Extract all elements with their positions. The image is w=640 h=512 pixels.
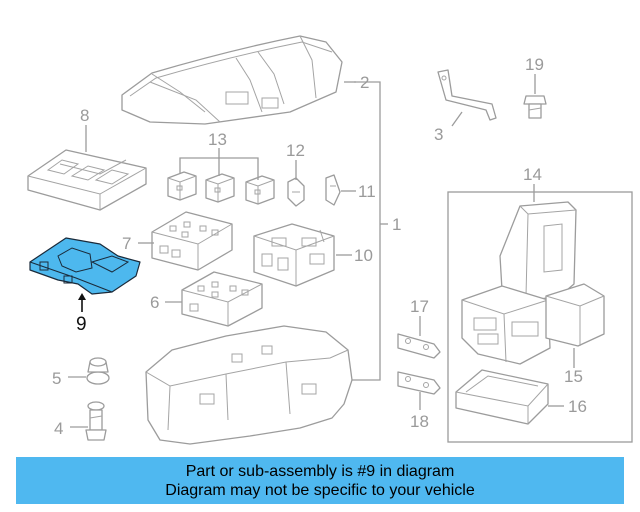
sub-assembly-box — [447, 191, 633, 443]
part-5-grommet — [86, 357, 110, 385]
leader-lines — [68, 74, 575, 428]
part-17-clip — [397, 333, 441, 359]
callout-3: 3 — [434, 125, 443, 144]
callout-15: 15 — [564, 367, 583, 386]
part-7-block — [151, 211, 233, 271]
callout-9: 9 — [76, 314, 87, 335]
callout-1: 1 — [392, 215, 401, 234]
part-2-cover — [121, 35, 343, 125]
part-12-fuse — [287, 177, 305, 207]
callout-2: 2 — [360, 73, 369, 92]
callout-11: 11 — [358, 182, 376, 201]
callout-labels: 1 2 3 4 5 6 7 8 9 10 11 12 13 14 15 16 1… — [52, 55, 587, 438]
part-4-bolt — [85, 401, 107, 441]
part-16-tray — [455, 369, 549, 425]
part-13-relays — [167, 171, 275, 205]
parts-diagram: 1 2 3 4 5 6 7 8 9 10 11 12 13 14 15 16 1… — [27, 35, 633, 445]
part-1-case — [145, 325, 353, 445]
part-9-cover — [29, 237, 141, 295]
part-18-clip — [397, 371, 441, 395]
callout-12: 12 — [286, 141, 305, 160]
callout-18: 18 — [410, 412, 429, 431]
callout-10: 10 — [354, 246, 373, 265]
callout-4: 4 — [54, 419, 63, 438]
part-10-block — [253, 223, 335, 287]
callout-19: 19 — [525, 55, 544, 74]
part-14-relay-box — [461, 201, 605, 365]
part-8-tray — [27, 149, 147, 211]
part-19-bolt — [523, 95, 547, 119]
callout-17: 17 — [410, 297, 429, 316]
callout-8: 8 — [80, 106, 89, 125]
banner-line-1: Part or sub-assembly is #9 in diagram — [185, 462, 455, 480]
callout-7: 7 — [122, 234, 131, 253]
banner-line-2: Diagram may not be specific to your vehi… — [165, 481, 475, 499]
info-banner: Part or sub-assembly is #9 in diagram Di… — [16, 457, 624, 504]
part-6-block — [181, 271, 263, 327]
callout-5: 5 — [52, 369, 61, 388]
part-3-bracket — [437, 69, 497, 121]
callout-13: 13 — [208, 130, 227, 149]
callout-16: 16 — [568, 397, 587, 416]
callout-14: 14 — [523, 165, 542, 184]
part-11-fuse — [325, 174, 341, 206]
callout-6: 6 — [150, 293, 159, 312]
